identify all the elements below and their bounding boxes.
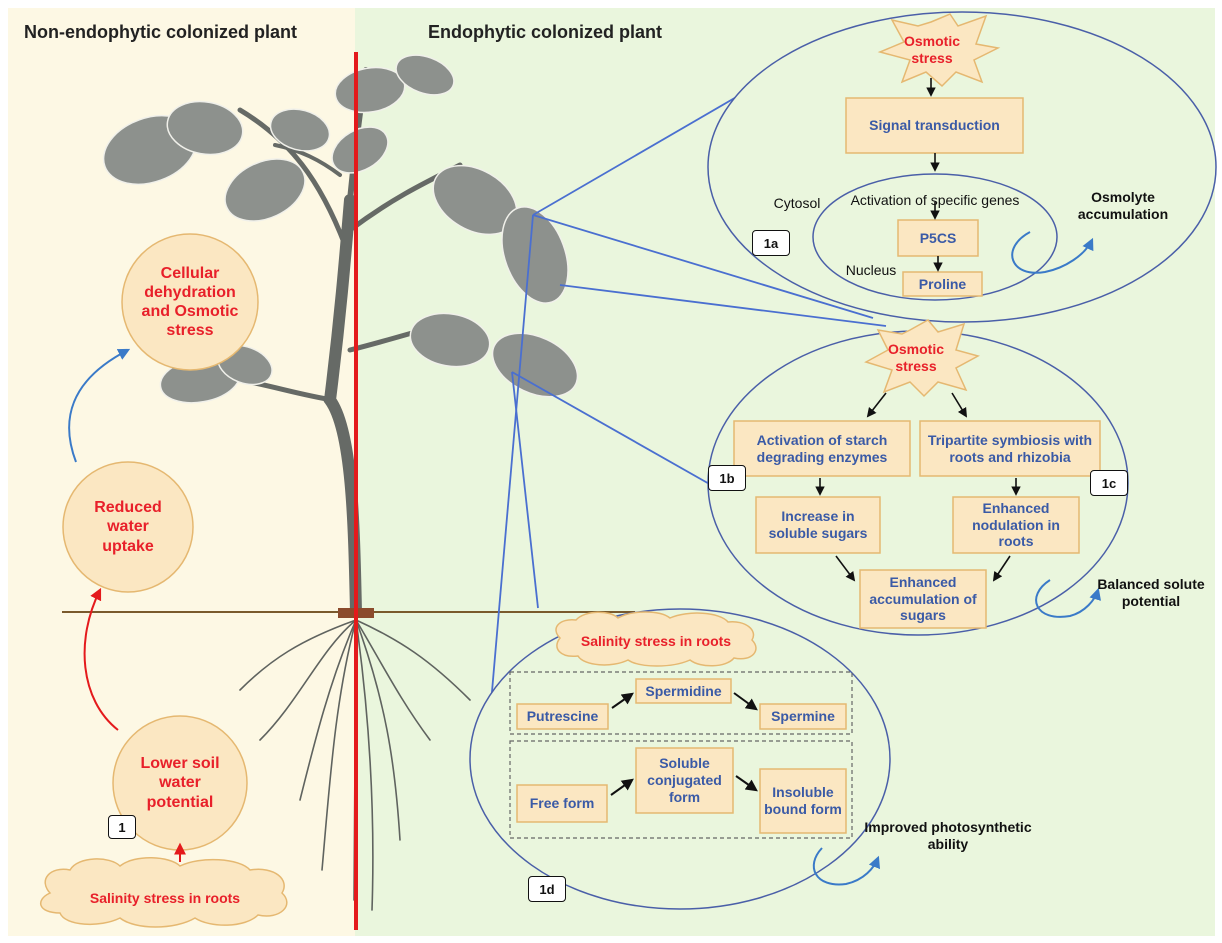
osmolyte-curl <box>1011 231 1094 274</box>
sugars-box <box>755 496 881 554</box>
dehydration-label: Cellular dehydration and Osmotic stress <box>141 264 239 340</box>
nucleus-ellipse <box>812 173 1058 301</box>
activation-genes-label: Activation of specific genes <box>850 191 1020 208</box>
dehydration-circle <box>121 233 259 371</box>
forms-frame <box>509 740 853 839</box>
left-heading: Non-endophytic colonized plant <box>24 22 297 43</box>
panel-1d-cloud-label: Salinity stress in roots <box>580 632 732 649</box>
nodulation-box <box>952 496 1080 554</box>
nodulation-label: Enhanced nodulation in roots <box>972 499 1060 550</box>
balanced-curl <box>1035 579 1101 618</box>
sugars-label: Increase in soluble sugars <box>768 508 868 541</box>
tag-1: 1 <box>108 815 136 839</box>
panel-1bc-osmotic: Osmotic stress <box>887 341 944 374</box>
free-form-box <box>516 784 608 823</box>
starch-box <box>733 420 911 477</box>
spermidine-box <box>635 678 732 704</box>
p5cs-label: P5CS <box>919 229 957 246</box>
arrow-soil-to-uptake <box>83 587 119 731</box>
reduced-uptake-circle <box>62 461 194 593</box>
panel-1a-osmotic: Osmotic stress <box>903 33 960 66</box>
starch-label: Activation of starch degrading enzymes <box>756 431 888 465</box>
proline-box <box>902 271 983 297</box>
spermidine-label: Spermidine <box>645 682 722 699</box>
spermine-box <box>759 703 847 730</box>
panel-1d-cloud <box>555 611 757 667</box>
right-heading: Endophytic colonized plant <box>428 22 662 43</box>
nucleus-label: Nucleus <box>845 261 897 278</box>
accumulation-label: Enhanced accumulation of sugars <box>869 573 977 624</box>
callout-lines <box>487 44 887 739</box>
p5cs-box <box>897 219 979 257</box>
leaves <box>102 54 579 404</box>
conjugated-box <box>635 747 734 814</box>
polyamine-frame <box>509 671 853 735</box>
tag-1c: 1c <box>1090 470 1128 496</box>
insoluble-label: Insoluble bound form <box>764 784 842 817</box>
arrow-uptake-to-dehydration <box>68 348 131 463</box>
tripartite-label: Tripartite symbiosis with roots and rhiz… <box>927 431 1093 465</box>
photosynthetic-curl <box>812 847 881 886</box>
conjugated-label: Soluble conjugated form <box>647 755 722 805</box>
putrescine-box <box>516 703 609 730</box>
signal-box <box>845 97 1024 154</box>
balanced-label: Balanced solute potential <box>1097 576 1205 609</box>
photosynthetic-label: Improved photosynthetic ability <box>864 819 1032 852</box>
panel-1bc-star <box>864 319 980 398</box>
lower-soil-label: Lower soil water potential <box>140 755 220 811</box>
signal-label: Signal transduction <box>869 117 1000 134</box>
spermine-label: Spermine <box>771 708 835 725</box>
tag-1b: 1b <box>708 465 746 491</box>
tripartite-box <box>919 420 1101 477</box>
panel-1a-star <box>877 13 1001 88</box>
free-form-label: Free form <box>529 795 595 812</box>
insoluble-box <box>759 768 847 834</box>
accumulation-box <box>859 569 987 629</box>
cytosol-label: Cytosol <box>773 194 821 211</box>
reduced-uptake-label: Reduced water uptake <box>94 499 162 555</box>
putrescine-label: Putrescine <box>526 708 599 725</box>
left-salinity-label: Salinity stress in roots <box>89 889 241 906</box>
tag-1a: 1a <box>752 230 790 256</box>
osmolyte-label: Osmolyte accumulation <box>1077 189 1169 222</box>
proline-label: Proline <box>918 275 967 292</box>
left-salinity-cloud <box>40 857 288 928</box>
tag-1d: 1d <box>528 876 566 902</box>
